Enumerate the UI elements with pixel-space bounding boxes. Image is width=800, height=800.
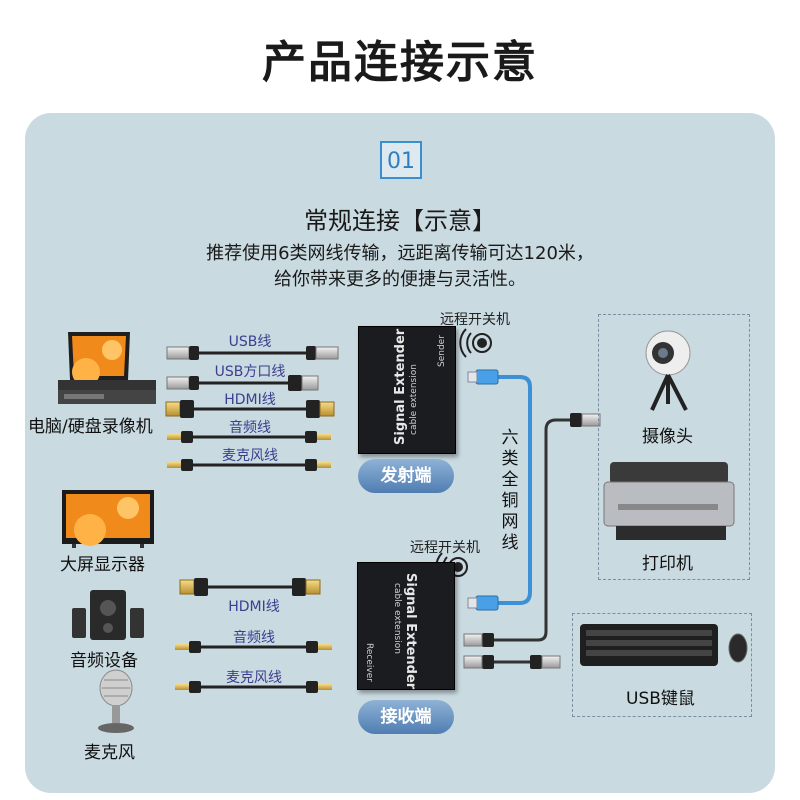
sender-usb-cable bbox=[166, 346, 339, 360]
sender-cable-label-5: 麦克风线 bbox=[222, 448, 278, 464]
receiver-cable-label-1: HDMI线 bbox=[228, 599, 280, 615]
keyboard-mouse-label: USB键鼠 bbox=[626, 689, 695, 709]
sender-hdmi-cable bbox=[165, 400, 335, 418]
microphone-icon bbox=[98, 669, 134, 733]
description-line-2: 给你带来更多的便捷与灵活性。 bbox=[274, 269, 526, 290]
camera-icon bbox=[645, 330, 691, 411]
microphone-label: 麦克风 bbox=[84, 743, 135, 763]
receiver-mic-cable bbox=[175, 681, 332, 693]
receiver-label: 接收端 bbox=[358, 700, 454, 734]
section-subtitle: 常规连接【示意】 bbox=[304, 207, 496, 235]
keyboard-mouse-frame bbox=[572, 613, 752, 717]
section-description: 推荐使用6类网线传输，远距离传输可达120米， 给你带来更多的便捷与灵活性。 bbox=[0, 241, 800, 293]
sender-box: Signal Extender cable extension Sender bbox=[358, 326, 456, 454]
sender-remote-switch: 远程开关机 bbox=[440, 312, 510, 328]
receiver-cable-label-2: 音频线 bbox=[233, 630, 275, 646]
sender-usb-b-cable bbox=[166, 375, 319, 391]
receiver-box-title: Signal Extender bbox=[403, 573, 418, 690]
network-cable-label: 六类全铜网线 bbox=[501, 428, 519, 553]
audio-device-icon bbox=[72, 590, 144, 640]
computer-label: 电脑/硬盘录像机 bbox=[28, 417, 153, 437]
description-line-1: 推荐使用6类网线传输，远距离传输可达120米， bbox=[206, 243, 594, 264]
page-title: 产品连接示意 bbox=[262, 37, 538, 88]
receiver-hdmi-cable bbox=[179, 578, 321, 596]
printer-icon bbox=[603, 462, 735, 540]
usb-devices-frame bbox=[598, 314, 750, 580]
sender-cable-label-2: USB方口线 bbox=[214, 364, 286, 380]
receiver-box-subtitle: cable extension bbox=[392, 583, 402, 654]
sender-cable-label-4: 音频线 bbox=[229, 420, 271, 436]
audio-device-label: 音频设备 bbox=[70, 651, 138, 671]
display-label: 大屏显示器 bbox=[60, 555, 145, 575]
sender-cable-label-3: HDMI线 bbox=[224, 392, 276, 408]
receiver-box-tag: Receiver bbox=[364, 643, 374, 682]
receiver-box: Signal Extender cable extension Receiver bbox=[357, 562, 455, 690]
receiver-cable-label-3: 麦克风线 bbox=[226, 670, 282, 686]
display-icon bbox=[62, 490, 154, 548]
receiver-remote-switch: 远程开关机 bbox=[410, 540, 480, 556]
wireless-icon-sender bbox=[459, 328, 492, 358]
sender-box-tag: Sender bbox=[437, 335, 447, 367]
section-number: 01 bbox=[380, 141, 422, 179]
sender-mic-cable bbox=[167, 459, 331, 471]
printer-label: 打印机 bbox=[642, 554, 693, 574]
camera-label: 摄像头 bbox=[642, 427, 693, 447]
sender-label: 发射端 bbox=[358, 459, 454, 493]
receiver-audio-cable bbox=[175, 641, 332, 653]
sender-box-title: Signal Extender bbox=[393, 328, 408, 445]
computer-icon bbox=[58, 332, 156, 404]
network-cable bbox=[467, 369, 532, 611]
sender-audio-cable bbox=[167, 431, 331, 443]
sender-cable-label-1: USB线 bbox=[228, 334, 272, 350]
sender-box-subtitle: cable extension bbox=[409, 364, 419, 435]
keyboard-mouse-icon bbox=[580, 624, 748, 666]
usb-hub-cables bbox=[463, 413, 601, 669]
